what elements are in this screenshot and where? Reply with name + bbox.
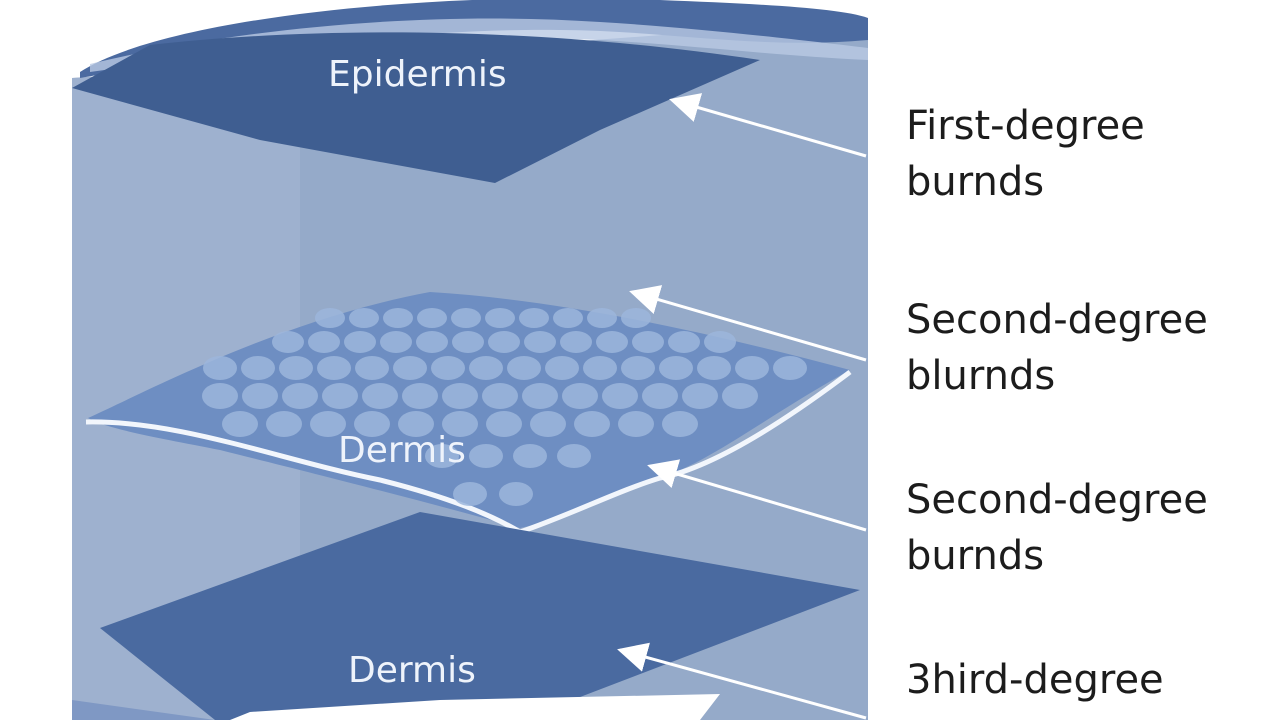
dermis-bubble <box>560 331 592 353</box>
callout-first-degree: First-degree burnds <box>906 98 1145 210</box>
callout-line: Second-degree <box>906 477 1208 523</box>
dermis-bubble <box>524 331 556 353</box>
callout-line: First-degree <box>906 103 1145 149</box>
dermis-bubble <box>621 356 655 380</box>
dermis-bubble <box>310 411 346 437</box>
dermis-bubble <box>344 331 376 353</box>
dermis-bubble <box>485 308 515 328</box>
dermis-bubble <box>486 411 522 437</box>
callout-line: 3hird-degree <box>906 657 1164 703</box>
dermis-bubble <box>602 383 638 409</box>
dermis-bubble <box>402 383 438 409</box>
dermis-bubble <box>349 308 379 328</box>
callout-line: Second-degree <box>906 297 1208 343</box>
dermis-bubble <box>266 411 302 437</box>
dermis-lower-label: Dermis <box>348 650 476 691</box>
dermis-bubble <box>279 356 313 380</box>
dermis-bubble <box>583 356 617 380</box>
dermis-bubble <box>442 411 478 437</box>
callout-line: burnds <box>906 533 1045 579</box>
dermis-bubble <box>242 383 278 409</box>
dermis-bubble <box>499 482 533 506</box>
dermis-bubble <box>202 383 238 409</box>
dermis-bubble <box>632 331 664 353</box>
dermis-bubble <box>587 308 617 328</box>
dermis-bubble <box>519 308 549 328</box>
callout-line: blurnds <box>906 353 1056 399</box>
dermis-bubble <box>469 444 503 468</box>
dermis-bubble <box>417 308 447 328</box>
dermis-upper-label: Dermis <box>338 430 466 471</box>
dermis-bubble <box>562 383 598 409</box>
dermis-bubble <box>621 308 651 328</box>
dermis-bubble <box>451 308 481 328</box>
callout-arrow-1 <box>669 93 867 158</box>
dermis-bubbles <box>202 308 807 506</box>
dermis-bubble <box>668 331 700 353</box>
dermis-bubble <box>488 331 520 353</box>
callout-arrow-3 <box>647 459 867 532</box>
dermis-bubble <box>398 411 434 437</box>
dermis-bubble <box>704 331 736 353</box>
dermis-bubble <box>522 383 558 409</box>
dermis-bubble <box>452 331 484 353</box>
dermis-bubble <box>507 356 541 380</box>
dermis-bubble <box>425 444 459 468</box>
dermis-bubble <box>469 356 503 380</box>
dermis-bubble <box>317 356 351 380</box>
dermis-bubble <box>574 411 610 437</box>
dermis-bubble <box>416 331 448 353</box>
dermis-bubble <box>322 383 358 409</box>
dermis-bubble <box>203 356 237 380</box>
dermis-lower-white-edge <box>230 694 720 720</box>
dermis-bubble <box>355 356 389 380</box>
skin-block-top-surface <box>80 0 868 78</box>
dermis-bubble <box>530 411 566 437</box>
callout-arrow-4 <box>617 642 867 720</box>
callout-arrow-2 <box>629 285 867 362</box>
dermis-bubble <box>453 482 487 506</box>
dermis-lower-base <box>72 700 215 720</box>
dermis-bubble <box>431 356 465 380</box>
dermis-bubble <box>722 383 758 409</box>
dermis-bubble <box>222 411 258 437</box>
callout-third-degree: 3hird-degree <box>906 652 1164 708</box>
dermis-bubble <box>383 308 413 328</box>
dermis-bubble <box>735 356 769 380</box>
epidermis-layer <box>72 32 760 183</box>
dermis-bubble <box>442 383 478 409</box>
dermis-bubble <box>642 383 678 409</box>
dermis-bubble <box>773 356 807 380</box>
dermis-bubble <box>308 331 340 353</box>
dermis-bubble <box>362 383 398 409</box>
dermis-bubble <box>662 411 698 437</box>
callout-second-degree-a: Second-degree blurnds <box>906 292 1208 404</box>
dermis-bubble <box>393 356 427 380</box>
dermis-bubble <box>557 444 591 468</box>
callout-second-degree-b: Second-degree burnds <box>906 472 1208 584</box>
dermis-bubble <box>682 383 718 409</box>
dermis-bubble <box>697 356 731 380</box>
dermis-bubble <box>618 411 654 437</box>
epidermis-label: Epidermis <box>328 54 507 95</box>
skin-block-top-highlight <box>90 18 868 72</box>
dermis-bubble <box>482 383 518 409</box>
dermis-bubble <box>513 444 547 468</box>
dermis-bubble <box>380 331 412 353</box>
dermis-lower-layer <box>100 512 860 720</box>
dermis-bubble <box>553 308 583 328</box>
dermis-bubble <box>596 331 628 353</box>
dermis-bubble <box>282 383 318 409</box>
dermis-bubble <box>354 411 390 437</box>
dermis-bubble <box>315 308 345 328</box>
dermis-bubble <box>241 356 275 380</box>
callout-line: burnds <box>906 159 1045 205</box>
dermis-bubble <box>272 331 304 353</box>
dermis-bubble <box>545 356 579 380</box>
dermis-bubble <box>659 356 693 380</box>
